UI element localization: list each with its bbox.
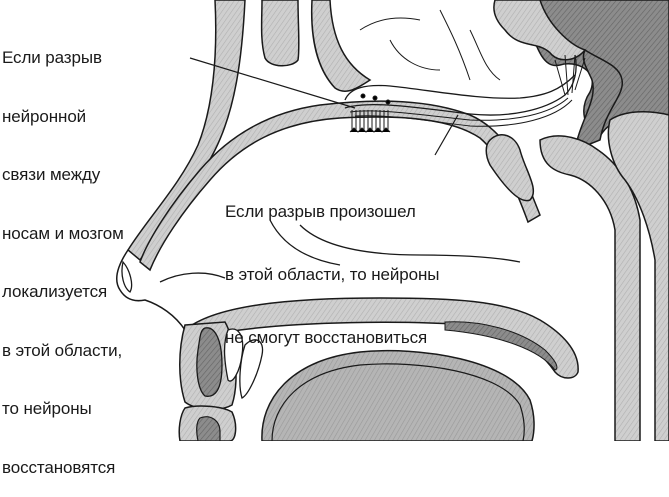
tongue <box>261 349 535 441</box>
brain-nerve-branches <box>359 9 501 81</box>
upper-lip-and-teeth <box>178 321 264 441</box>
olfactory-receptor-neurons <box>349 93 391 133</box>
annotation-center: Если разрыв произошел в этой области, то… <box>225 159 439 369</box>
annotation-left-line: то нейроны <box>2 399 92 418</box>
annotation-left: Если разрыв нейронной связи между носам … <box>2 9 124 497</box>
pointer-line-left <box>189 57 356 109</box>
annotation-left-line: восстановятся <box>2 457 116 477</box>
annotation-left-line: Если разрыв <box>2 48 102 67</box>
annotation-left-line: связи между <box>2 165 101 184</box>
annotation-left-line: в этой области, <box>2 340 123 360</box>
annotation-center-line: не смогут восстановиться <box>225 328 428 347</box>
annotation-left-line: локализуется <box>2 282 108 301</box>
hard-palate-band <box>184 297 579 379</box>
olfactory-bulb-and-nerves <box>344 54 586 133</box>
skull-base-bands <box>127 0 372 262</box>
annotation-left-line: нейронной <box>2 106 87 126</box>
nasal-anatomy-illustration <box>116 0 669 441</box>
pointer-line-center <box>434 114 459 156</box>
turbinates <box>159 110 669 441</box>
annotation-center-line: Если разрыв произошел <box>225 202 416 221</box>
nasal-bridge-band <box>139 100 541 272</box>
annotation-center-line: в этой области, то нейроны <box>225 265 440 284</box>
annotation-left-line: носам и мозгом <box>2 223 124 243</box>
nose-outline <box>116 249 186 331</box>
